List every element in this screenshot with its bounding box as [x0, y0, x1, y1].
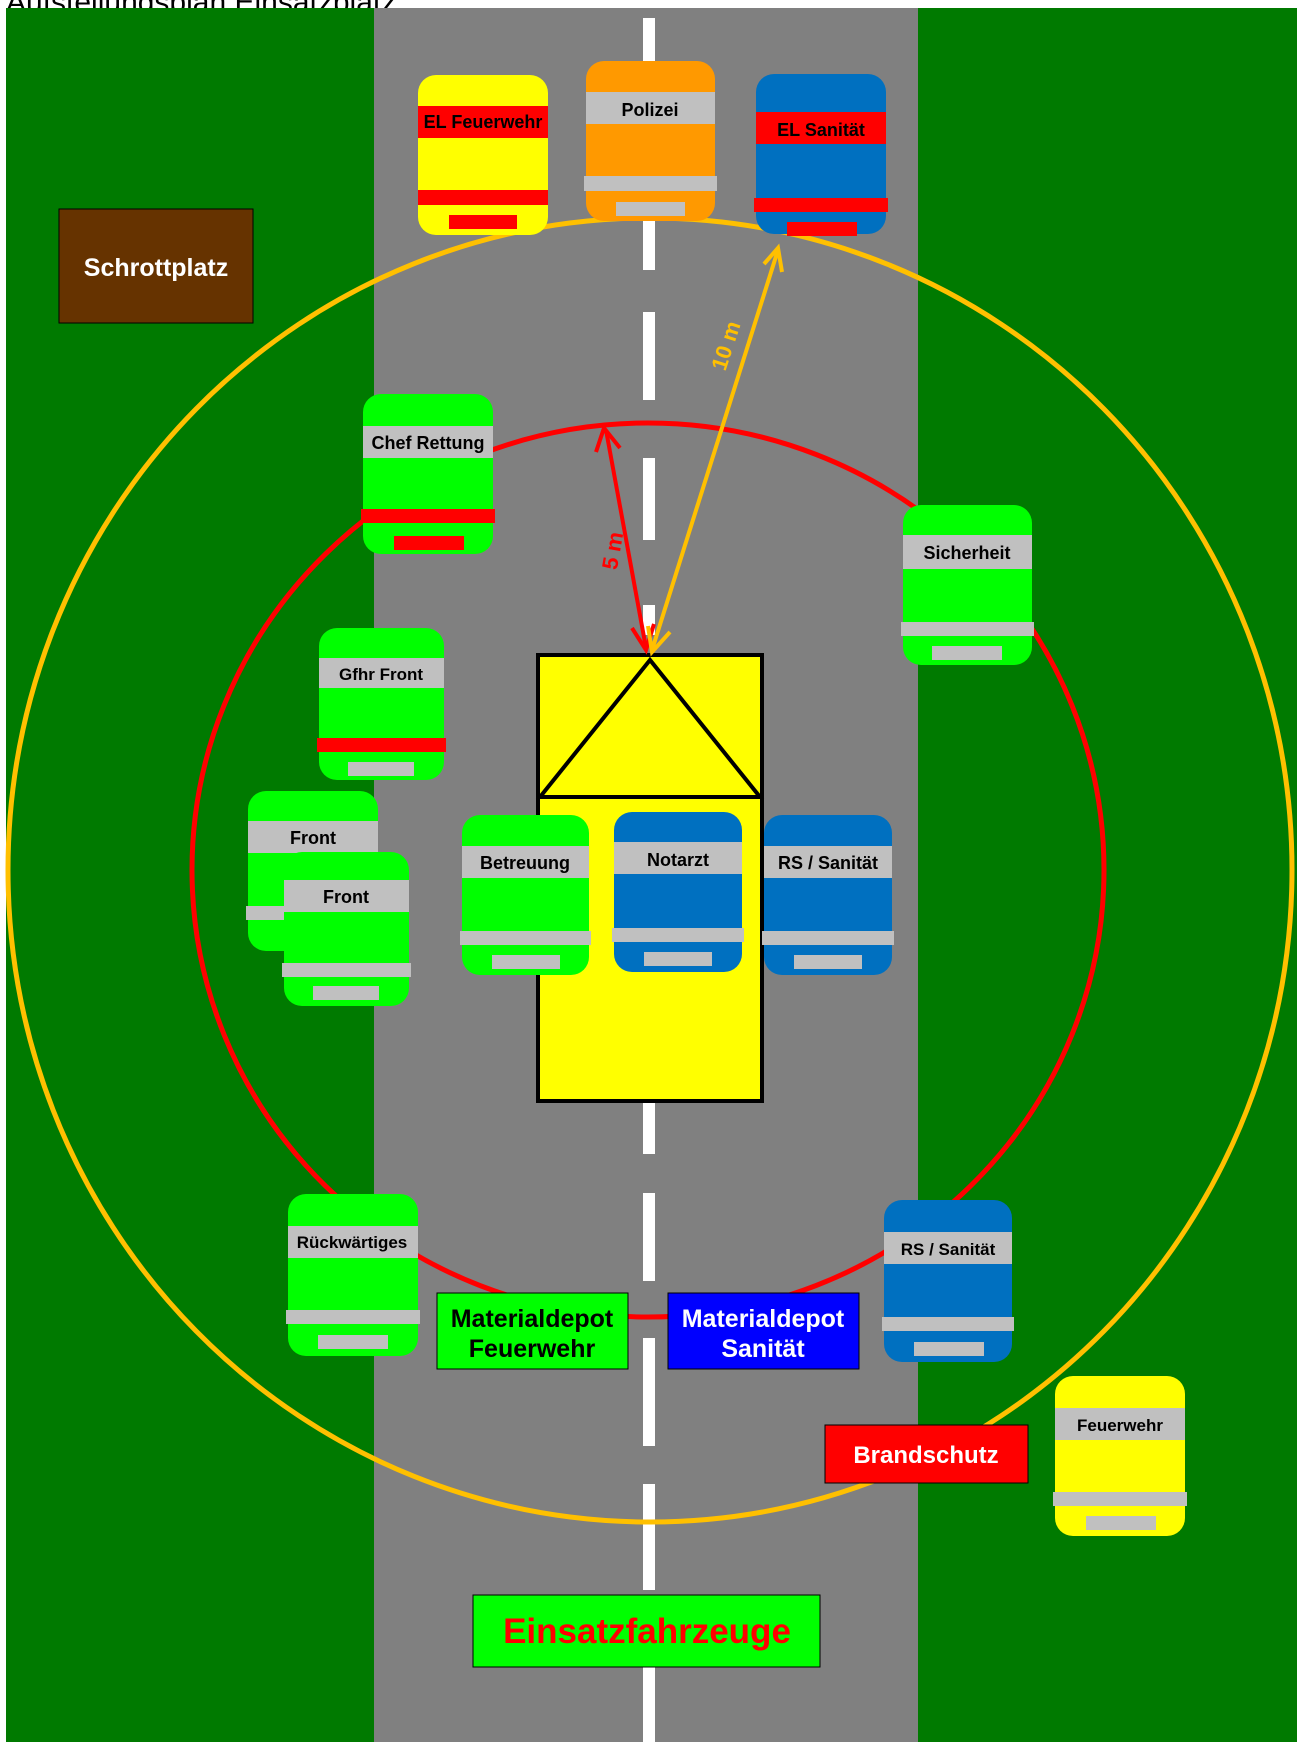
vehicle-el-sanitaet: EL Sanität	[754, 74, 888, 236]
vehicle-feuerwehr: Feuerwehr	[1053, 1376, 1187, 1536]
warning-triangle-icon	[535, 656, 765, 799]
svg-text:Einsatzfahrzeuge: Einsatzfahrzeuge	[503, 1612, 791, 1651]
svg-text:Front: Front	[290, 828, 336, 848]
svg-text:Feuerwehr: Feuerwehr	[469, 1335, 596, 1363]
svg-text:EL Feuerwehr: EL Feuerwehr	[424, 112, 543, 132]
svg-text:Sanität: Sanität	[721, 1335, 805, 1363]
svg-text:Feuerwehr: Feuerwehr	[1077, 1416, 1163, 1435]
svg-text:Front: Front	[323, 887, 369, 907]
svg-text:Polizei: Polizei	[621, 100, 678, 120]
svg-text:Brandschutz: Brandschutz	[853, 1442, 998, 1469]
svg-text:Notarzt: Notarzt	[647, 850, 709, 870]
svg-text:Gfhr Front: Gfhr Front	[339, 665, 423, 684]
svg-text:RS / Sanität: RS / Sanität	[901, 1240, 996, 1259]
vehicle-rs-sanitaet-2: RS / Sanität	[882, 1200, 1014, 1362]
svg-text:Materialdepot: Materialdepot	[451, 1305, 614, 1333]
brandschutz-zone: Brandschutz	[824, 1424, 1029, 1484]
schrottplatz-zone: Schrottplatz	[58, 208, 254, 324]
vehicle-polizei: Polizei	[584, 61, 717, 221]
vehicle-rs-sanitaet-1: RS / Sanität	[762, 815, 894, 975]
einsatzfahrzeuge-zone: Einsatzfahrzeuge	[472, 1594, 821, 1668]
vehicle-notarzt: Notarzt	[612, 812, 744, 972]
svg-text:Materialdepot: Materialdepot	[682, 1305, 845, 1333]
vehicle-sicherheit: Sicherheit	[901, 505, 1034, 665]
inner-circle-5m	[189, 420, 1107, 1320]
distance-arrow-10m	[646, 243, 784, 657]
svg-text:Betreuung: Betreuung	[480, 853, 570, 873]
distance-arrow-5m	[594, 423, 656, 655]
svg-text:Rückwärtiges: Rückwärtiges	[297, 1233, 408, 1252]
materialdepot-feuerwehr: Materialdepot Feuerwehr	[436, 1292, 629, 1370]
svg-text:Chef Rettung: Chef Rettung	[372, 433, 485, 453]
svg-text:EL Sanität: EL Sanität	[777, 120, 865, 140]
vehicle-front-2: Front	[282, 852, 411, 1006]
schrottplatz-label: Schrottplatz	[84, 254, 228, 282]
vehicle-rueckwaertiges: Rückwärtiges	[286, 1194, 420, 1356]
svg-text:Sicherheit: Sicherheit	[923, 543, 1010, 563]
vehicle-el-feuerwehr: EL Feuerwehr	[418, 75, 548, 235]
svg-text:RS / Sanität: RS / Sanität	[778, 853, 878, 873]
vehicle-chef-rettung: Chef Rettung	[361, 394, 495, 554]
vehicle-betreuung: Betreuung	[460, 815, 591, 975]
vehicle-gfhr-front: Gfhr Front	[317, 628, 446, 780]
materialdepot-sanitaet: Materialdepot Sanität	[667, 1292, 860, 1370]
